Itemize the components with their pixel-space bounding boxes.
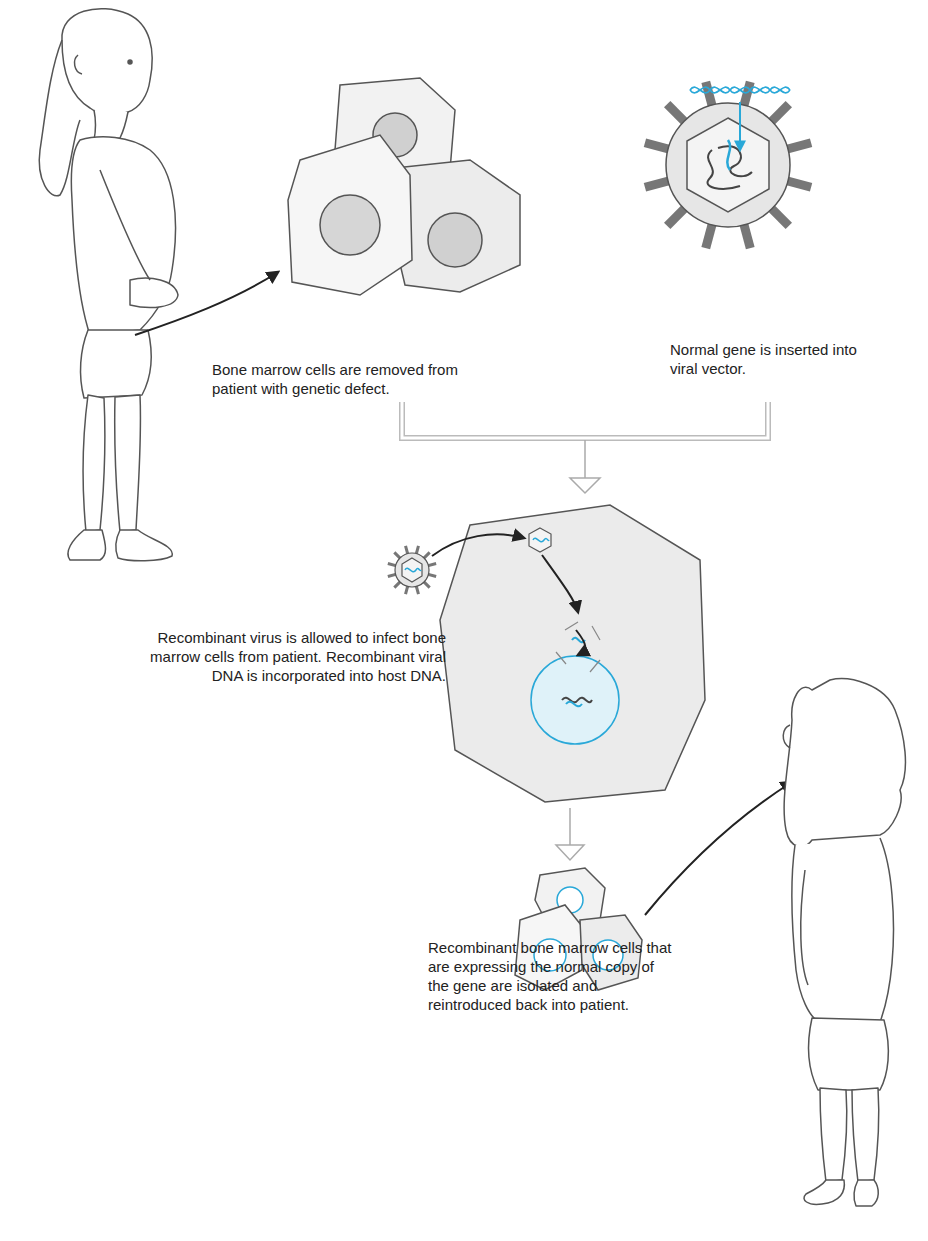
- viral-vector: [645, 82, 811, 248]
- infected-cell: [440, 505, 705, 802]
- entry-arrow: [576, 630, 585, 655]
- merge-bracket: [402, 402, 768, 493]
- patient-figure: [39, 9, 178, 561]
- removal-arrow: [135, 272, 278, 335]
- normal-gene: [690, 87, 790, 150]
- caption-text: Bone marrow cells are removed from patie…: [212, 360, 462, 398]
- infection-arrow: [432, 534, 524, 556]
- reintroduce-arrow: [645, 782, 792, 915]
- caption-text: Recombinant virus is allowed to infect b…: [148, 628, 446, 685]
- caption-text: Recombinant bone marrow cells that are e…: [428, 938, 678, 1014]
- recombinant-virus: [388, 546, 436, 594]
- caption-text: Normal gene is inserted into viral vecto…: [670, 340, 885, 378]
- bone-marrow-cells: [288, 78, 520, 295]
- step-arrow: [556, 808, 584, 860]
- patient-figure: [783, 679, 905, 1206]
